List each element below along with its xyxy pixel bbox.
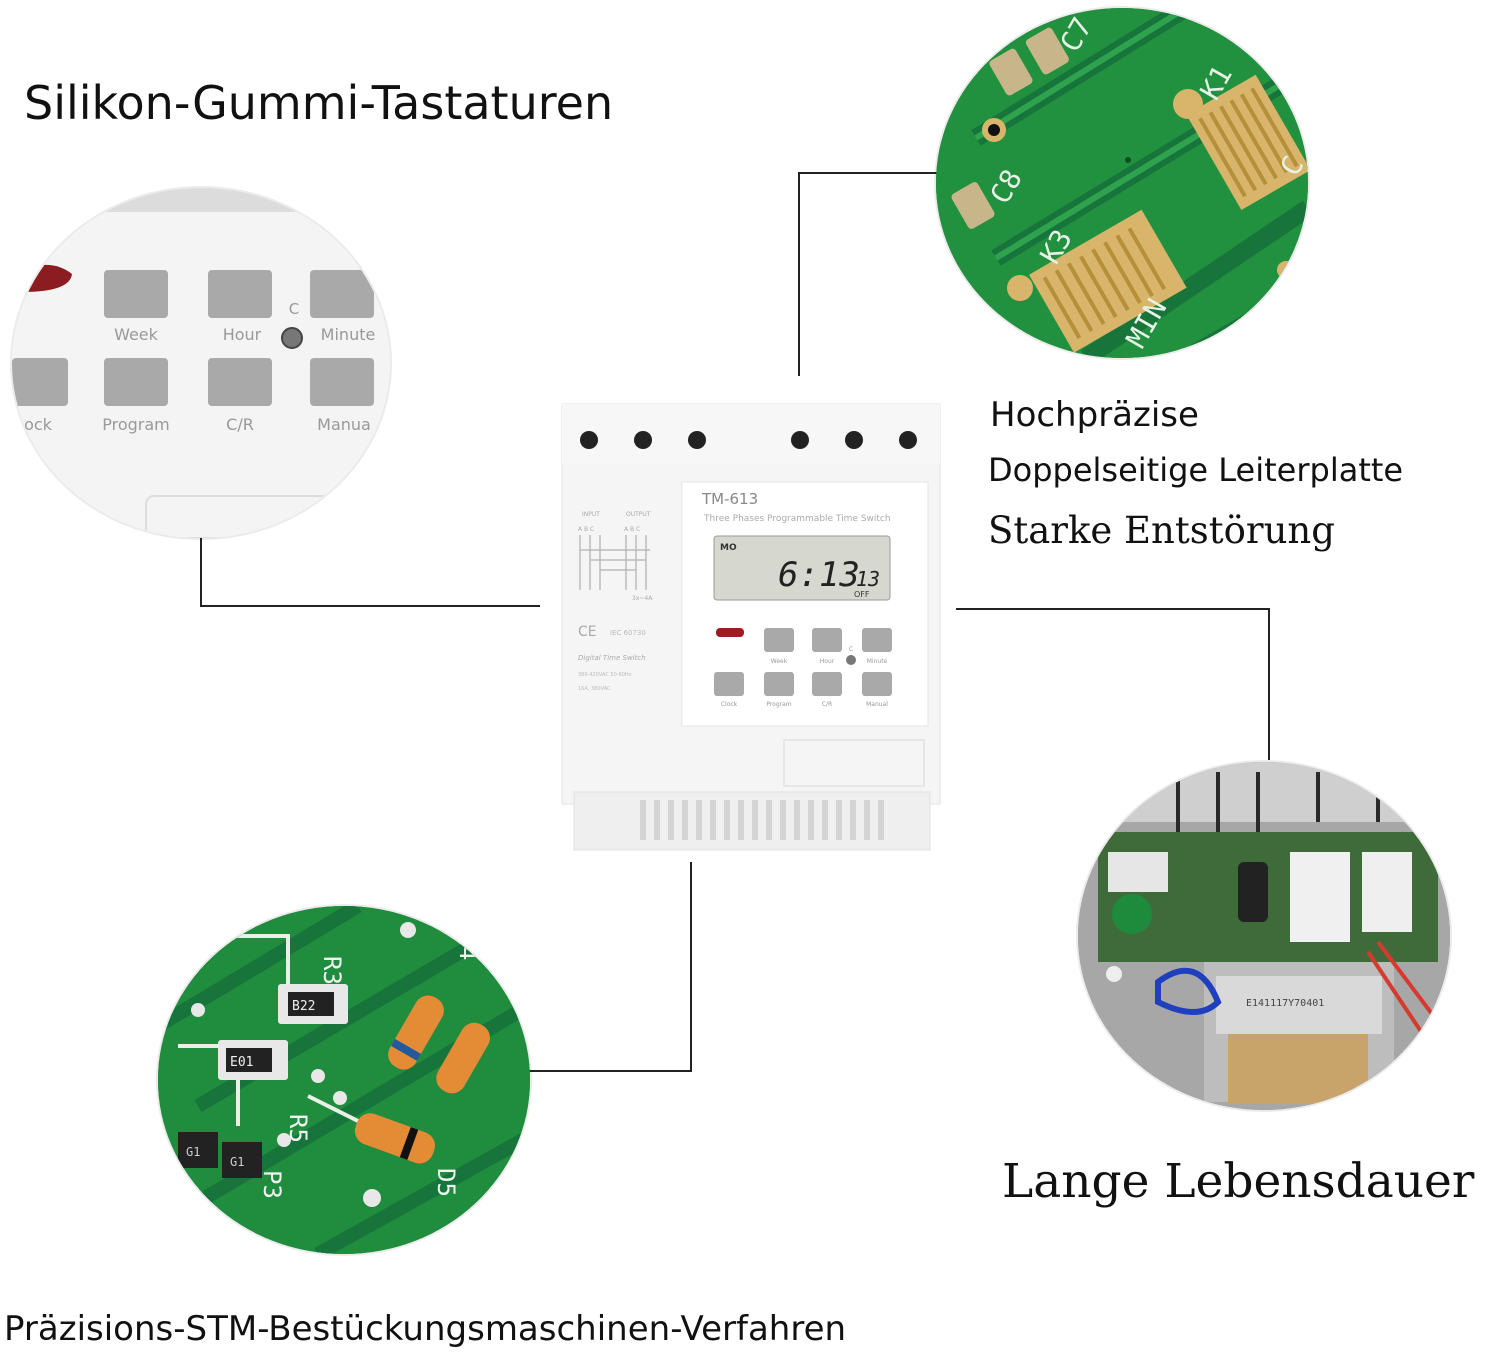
device-key-manual-label: Manual bbox=[866, 701, 888, 708]
connector-line-internals-h bbox=[956, 608, 1270, 610]
spec-line-1: 380-420VAC 50-60Hz bbox=[578, 672, 632, 678]
connector-line-keypad-v bbox=[200, 535, 202, 607]
smt-zoom-label-r5: R5 bbox=[284, 1114, 312, 1143]
output-phase-labels: A B C bbox=[624, 526, 640, 533]
keypad-zoom-key-cr: C/R bbox=[226, 415, 254, 434]
keypad-zoom-c-label: C bbox=[289, 300, 299, 318]
lifetime-feature-label: Lange Lebensdauer bbox=[1002, 1154, 1475, 1209]
connector-line-keypad-h bbox=[200, 605, 540, 607]
device-subtitle: Three Phases Programmable Time Switch bbox=[703, 514, 891, 524]
smt-feature-label: Präzisions-STM-Bestückungsmaschinen-Verf… bbox=[4, 1309, 847, 1349]
device-c-label: C bbox=[849, 646, 853, 653]
smt-zoom-label-g1b: G1 bbox=[230, 1155, 244, 1169]
keypad-zoom-key-manual: Manua bbox=[317, 415, 371, 434]
iec-label: IEC 60730 bbox=[610, 629, 646, 637]
device-key-minute-label: Minute bbox=[867, 658, 888, 665]
spec-line-2: 16A, 380VAC bbox=[578, 686, 611, 692]
internals-zoom-image: E141117Y70401 bbox=[1078, 762, 1450, 1110]
display-time: 6:13 bbox=[778, 555, 860, 595]
pcb-feature-label-3: Starke Entstörung bbox=[988, 509, 1335, 552]
display-state: OFF bbox=[854, 590, 870, 599]
device-key-week-label: Week bbox=[771, 658, 788, 665]
internals-transformer-label: E141117Y70401 bbox=[1246, 998, 1324, 1009]
smt-zoom-image: R3 B22 E01 R5 P3 D5 4 G1 G1 bbox=[158, 906, 530, 1254]
input-label: INPUT bbox=[582, 511, 600, 518]
keypad-zoom-image: Week Hour Minute C ock Program C/R Manua bbox=[12, 188, 390, 538]
smt-zoom-label-p3: P3 bbox=[258, 1170, 286, 1199]
connector-line-pcb-v bbox=[798, 172, 800, 376]
device-key-program-label: Program bbox=[766, 701, 791, 708]
pcb-feature-label-1: Hochpräzise bbox=[990, 395, 1199, 435]
keypad-zoom-key-clock: ock bbox=[24, 415, 53, 434]
keypad-zoom-key-week: Week bbox=[114, 325, 159, 344]
keypad-zoom-key-hour: Hour bbox=[223, 325, 262, 344]
connector-line-pcb-h bbox=[798, 172, 938, 174]
ce-mark: CE bbox=[578, 624, 597, 640]
smt-zoom-label-r3: R3 bbox=[318, 956, 346, 985]
smt-zoom-label-4: 4 bbox=[454, 946, 482, 960]
device-key-clock-label: Clock bbox=[721, 701, 738, 708]
device-model: TM-613 bbox=[701, 490, 758, 508]
device-key-cr-label: C/R bbox=[822, 701, 832, 708]
output-label: OUTPUT bbox=[626, 511, 651, 518]
time-switch-device: TM-613 Three Phases Programmable Time Sw… bbox=[560, 400, 950, 860]
connector-line-internals-v bbox=[1268, 608, 1270, 760]
input-phase-labels: A B C bbox=[578, 526, 594, 533]
smt-zoom-label-d5: D5 bbox=[432, 1168, 460, 1197]
keypad-zoom-key-minute: Minute bbox=[321, 325, 376, 344]
smt-zoom-label-e01: E01 bbox=[230, 1055, 253, 1070]
connector-line-smt-v bbox=[690, 862, 692, 1072]
smt-zoom-label-b22: B22 bbox=[292, 999, 315, 1014]
smt-zoom-label-g1a: G1 bbox=[186, 1145, 200, 1159]
keypad-zoom-key-program: Program bbox=[102, 415, 170, 434]
display-day: MO bbox=[720, 543, 737, 553]
connector-line-smt-h bbox=[528, 1070, 692, 1072]
device-key-hour-label: Hour bbox=[820, 658, 835, 665]
load-label: 3x~4A bbox=[632, 595, 653, 602]
pcb-zoom-image: C7 K1 C8 K3 MIN C bbox=[936, 8, 1308, 358]
pcb-feature-label-2: Doppelseitige Leiterplatte bbox=[988, 451, 1404, 489]
keypad-feature-label: Silikon-Gummi-Tastaturen bbox=[24, 76, 614, 130]
spec-title: Digital Time Switch bbox=[578, 654, 646, 662]
display-seconds: 13 bbox=[856, 567, 880, 591]
